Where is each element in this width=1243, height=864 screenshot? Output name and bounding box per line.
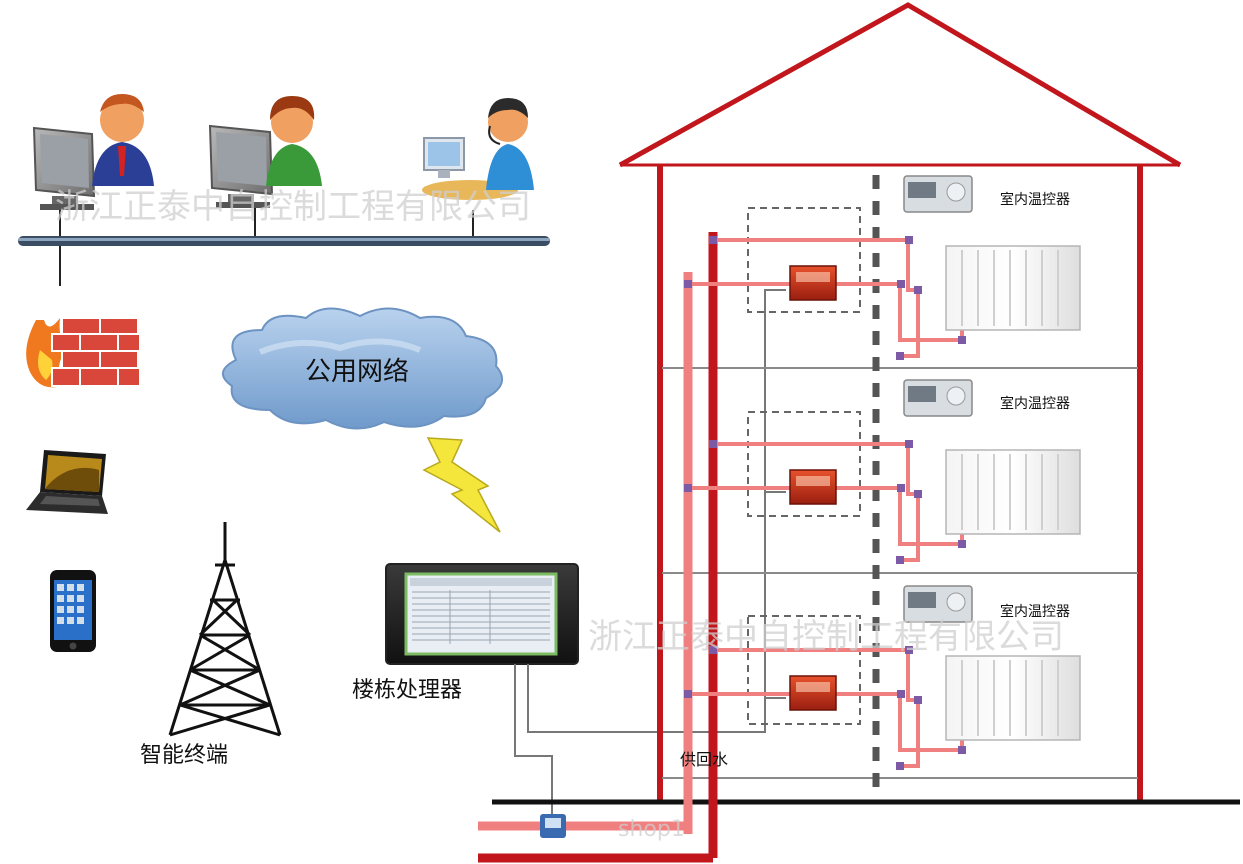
workstation-icon-2 [208, 96, 322, 208]
watermark-top: 浙江正泰中自控制工程有限公司 [55, 187, 531, 227]
flow-valve-icon [789, 469, 837, 505]
supply-return-label: 供回水 [680, 750, 728, 769]
floor-unit-1 [684, 175, 1081, 360]
public-network-cloud [222, 307, 504, 430]
building-processor-label: 楼栋处理器 [352, 678, 462, 703]
floor-unit-3 [684, 585, 1081, 770]
watermark-bottom: shop1 [618, 817, 685, 842]
watermark-right: 浙江正泰中自控制工程有限公司 [588, 617, 1064, 657]
riser-pipes [478, 232, 718, 863]
thermostat-label-2: 室内温控器 [1000, 395, 1070, 412]
wireless-signal-icon [422, 437, 501, 533]
building-processor-device [385, 563, 579, 665]
flow-valve-icon [789, 675, 837, 711]
smart-terminal-label: 智能终端 [140, 743, 228, 768]
floor-slabs [662, 367, 1138, 779]
floor-unit-2 [684, 379, 1081, 564]
smartphone-icon [50, 570, 96, 652]
operator-icon [422, 98, 534, 200]
lan-bus [18, 205, 550, 286]
heat-meter-icon [540, 814, 566, 838]
laptop-icon [26, 450, 108, 514]
radiator-icon [945, 655, 1081, 741]
thermostat-label-3: 室内温控器 [1000, 603, 1070, 620]
house-outline [618, 2, 1182, 802]
workstation-icon-1 [32, 94, 154, 210]
firewall-icon [26, 317, 141, 388]
cell-tower-icon [168, 522, 282, 737]
thermostat-label-1: 室内温控器 [1000, 191, 1070, 208]
public-network-label: 公用网络 [305, 357, 409, 387]
radiator-icon [945, 449, 1081, 535]
flow-valve-icon [789, 265, 837, 301]
radiator-icon [945, 245, 1081, 331]
signal-cables [514, 289, 786, 818]
